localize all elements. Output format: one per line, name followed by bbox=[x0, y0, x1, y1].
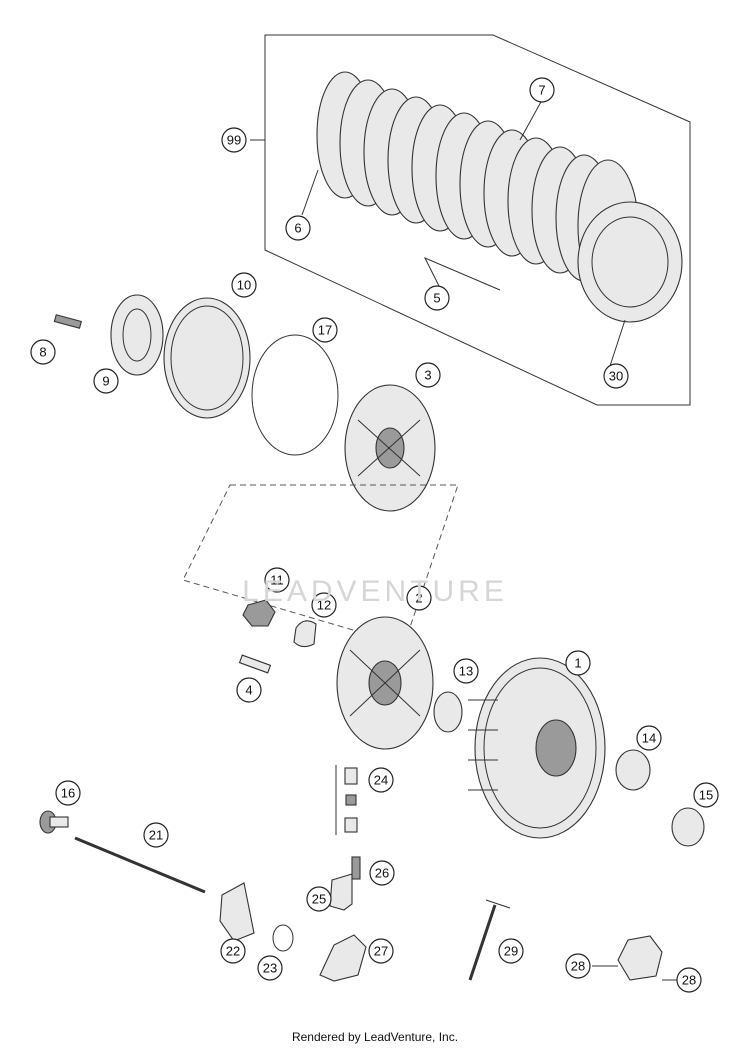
svg-text:28: 28 bbox=[682, 973, 696, 988]
svg-text:28: 28 bbox=[571, 959, 585, 974]
svg-text:25: 25 bbox=[312, 892, 326, 907]
bushing bbox=[615, 749, 651, 791]
callout-3: 3 bbox=[415, 362, 441, 388]
callout-23: 23 bbox=[257, 955, 283, 981]
callout-26: 26 bbox=[369, 860, 395, 886]
sleeve bbox=[671, 807, 705, 847]
callout-10: 10 bbox=[231, 272, 257, 298]
svg-text:23: 23 bbox=[263, 961, 277, 976]
svg-text:21: 21 bbox=[149, 828, 163, 843]
callout-27: 27 bbox=[368, 938, 394, 964]
svg-text:17: 17 bbox=[318, 323, 332, 338]
callout-21: 21 bbox=[143, 822, 169, 848]
svg-text:99: 99 bbox=[227, 133, 241, 148]
bleeder-set bbox=[335, 765, 358, 835]
svg-text:15: 15 bbox=[699, 788, 713, 803]
svg-text:3: 3 bbox=[424, 368, 431, 383]
callout-12: 12 bbox=[311, 592, 337, 618]
svg-text:4: 4 bbox=[245, 683, 252, 698]
callout-28-left: 28 bbox=[565, 953, 591, 979]
callout-17: 17 bbox=[312, 317, 338, 343]
callout-22: 22 bbox=[220, 938, 246, 964]
thrust-washer bbox=[433, 691, 463, 733]
pin bbox=[238, 654, 272, 674]
svg-text:22: 22 bbox=[226, 944, 240, 959]
callout-9: 9 bbox=[93, 368, 119, 394]
svg-text:6: 6 bbox=[294, 221, 301, 236]
banjo-fitting bbox=[329, 873, 353, 911]
svg-text:8: 8 bbox=[39, 345, 46, 360]
watermark: LEADVENTURE bbox=[242, 575, 508, 608]
svg-text:29: 29 bbox=[504, 944, 518, 959]
svg-text:16: 16 bbox=[61, 786, 75, 801]
clutch-kit-outline bbox=[264, 34, 691, 406]
svg-text:9: 9 bbox=[102, 374, 109, 389]
callout-30: 30 bbox=[603, 363, 629, 389]
callout-11: 11 bbox=[264, 567, 290, 593]
clutch-disc-stack bbox=[316, 71, 683, 323]
callout-7: 7 bbox=[529, 77, 555, 103]
callout-8: 8 bbox=[30, 339, 56, 365]
push-rod bbox=[74, 836, 206, 894]
lock-washer bbox=[293, 620, 317, 648]
clutch-nut bbox=[242, 599, 276, 627]
callout-25: 25 bbox=[306, 886, 332, 912]
clutch-actuator bbox=[617, 935, 663, 981]
bolt bbox=[53, 314, 83, 329]
callout-24: 24 bbox=[368, 767, 394, 793]
svg-text:1: 1 bbox=[574, 656, 581, 671]
svg-text:30: 30 bbox=[609, 369, 623, 384]
svg-text:2: 2 bbox=[415, 591, 422, 606]
svg-text:5: 5 bbox=[433, 291, 440, 306]
callout-5: 5 bbox=[424, 285, 450, 311]
svg-text:24: 24 bbox=[374, 773, 388, 788]
svg-text:14: 14 bbox=[642, 731, 656, 746]
pressure-cap bbox=[344, 384, 436, 512]
svg-text:7: 7 bbox=[538, 83, 545, 98]
callout-13: 13 bbox=[453, 658, 479, 684]
small-o-ring bbox=[272, 924, 294, 952]
callout-2: 2 bbox=[406, 585, 432, 611]
svg-text:12: 12 bbox=[317, 598, 331, 613]
svg-text:11: 11 bbox=[270, 573, 284, 588]
svg-text:13: 13 bbox=[459, 664, 473, 679]
o-ring bbox=[251, 334, 339, 456]
callout-6: 6 bbox=[285, 215, 311, 241]
svg-text:27: 27 bbox=[374, 944, 388, 959]
bleed-syringe bbox=[468, 904, 497, 981]
callout-14: 14 bbox=[636, 725, 662, 751]
callout-4: 4 bbox=[236, 677, 262, 703]
cover-gasket bbox=[219, 882, 255, 942]
callout-1: 1 bbox=[565, 650, 591, 676]
callout-16: 16 bbox=[55, 780, 81, 806]
callout-15: 15 bbox=[693, 782, 719, 808]
outer-clutch-basket bbox=[468, 657, 606, 839]
callout-99: 99 bbox=[221, 127, 247, 153]
pressure-plate-ring bbox=[163, 297, 251, 419]
footer-credit: Rendered by LeadVenture, Inc. bbox=[291, 1030, 459, 1044]
svg-text:10: 10 bbox=[237, 278, 251, 293]
assembly-dash-box bbox=[182, 484, 459, 646]
svg-text:26: 26 bbox=[375, 866, 389, 881]
inner-clutch-hub bbox=[336, 616, 434, 750]
needle-bearing bbox=[110, 294, 164, 376]
callout-29: 29 bbox=[498, 938, 524, 964]
callout-28-right: 28 bbox=[676, 967, 702, 993]
slave-cylinder bbox=[319, 934, 367, 982]
